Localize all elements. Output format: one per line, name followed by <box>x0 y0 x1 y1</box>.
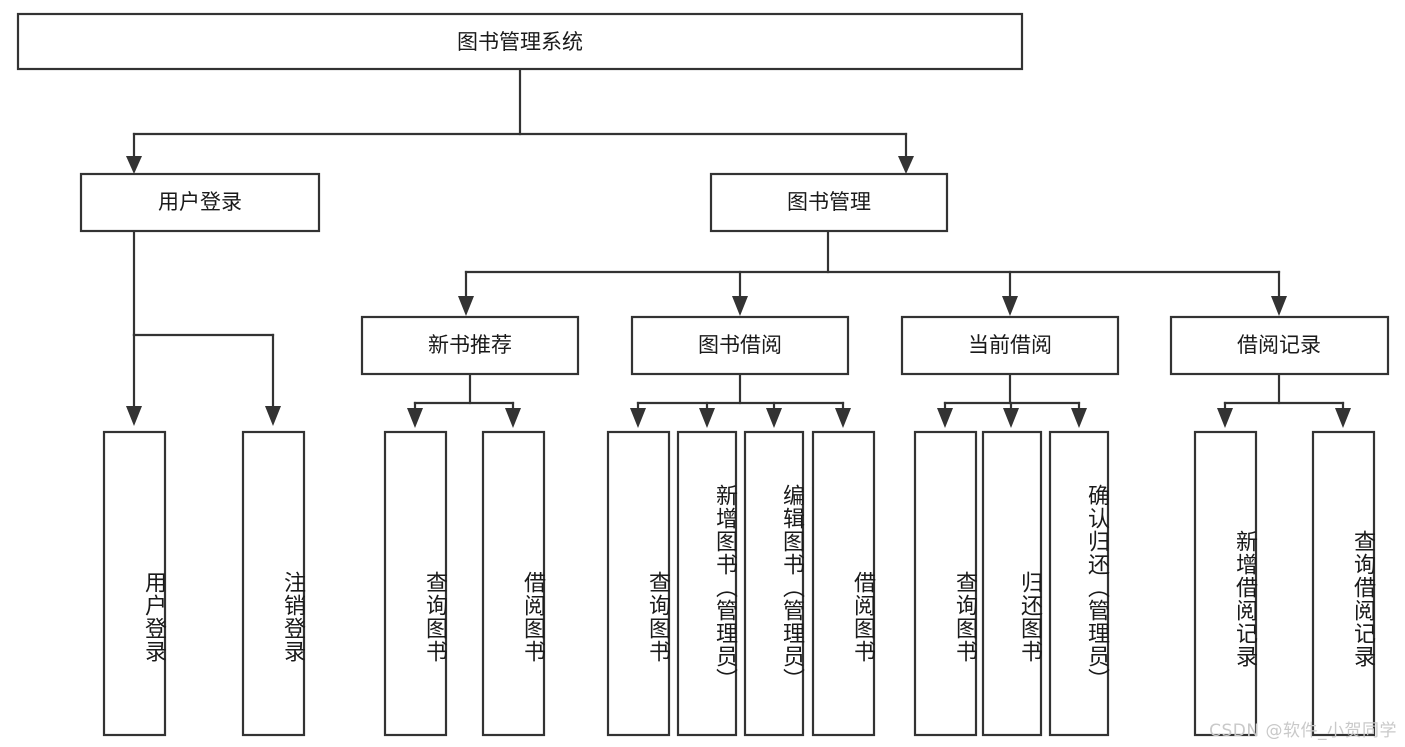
node-leaf-current-borrow-1[interactable] <box>913 430 978 737</box>
arrow-current-borrow-leaf3-icon <box>1071 408 1087 428</box>
arrow-to-user-login-icon <box>126 156 142 174</box>
node-current-borrow-label: 当前借阅 <box>968 333 1052 357</box>
node-leaf-new-book-1[interactable] <box>383 430 448 737</box>
node-current-borrow[interactable] <box>900 315 1120 376</box>
node-book-borrow[interactable] <box>630 315 850 376</box>
arrow-borrow-record-leaf2-icon <box>1335 408 1351 428</box>
node-leaf-book-borrow-1[interactable] <box>606 430 671 737</box>
node-leaf-borrow-record-2-label: 查询借阅记录 <box>1350 530 1375 668</box>
arrow-book-borrow-leaf2-icon <box>699 408 715 428</box>
node-leaf-current-borrow-2-label: 归还图书 <box>1017 570 1042 663</box>
node-leaf-borrow-record-1[interactable] <box>1193 430 1258 737</box>
connector-group-borrow-record <box>1217 372 1351 428</box>
node-root-book-management-system[interactable] <box>16 12 1024 71</box>
node-leaf-user-login-2-label: 注销登录 <box>280 570 305 663</box>
csdn-watermark: CSDN @软件_小贺同学 <box>1209 721 1397 741</box>
connector-group-root <box>126 67 914 174</box>
arrow-book-borrow-leaf1-icon <box>630 408 646 428</box>
arrow-current-borrow-leaf1-icon <box>937 408 953 428</box>
node-root-label: 图书管理系统 <box>457 30 583 54</box>
node-new-book-recommend-label: 新书推荐 <box>428 333 512 357</box>
node-book-management-label: 图书管理 <box>787 190 871 214</box>
arrow-new-book-leaf2-icon <box>505 408 521 428</box>
node-leaf-book-borrow-3-label: 编辑图书（管理员） <box>779 484 804 691</box>
node-borrow-record[interactable] <box>1169 315 1390 376</box>
connector-group-current-borrow <box>937 372 1087 428</box>
arrow-user-login-leaf2-icon <box>265 406 281 426</box>
arrow-borrow-record-leaf1-icon <box>1217 408 1233 428</box>
node-leaf-current-borrow-3-label: 确认归还（管理员） <box>1084 484 1109 691</box>
node-leaf-book-borrow-4-label: 借阅图书 <box>850 570 875 663</box>
connector-group-new-book <box>407 372 521 428</box>
node-leaf-book-borrow-3[interactable] <box>743 430 805 737</box>
arrow-book-borrow-leaf3-icon <box>766 408 782 428</box>
arrow-to-current-borrow-icon <box>1002 296 1018 316</box>
node-borrow-record-label: 借阅记录 <box>1237 333 1321 357</box>
arrow-to-book-mgmt-icon <box>898 156 914 174</box>
arrow-book-borrow-leaf4-icon <box>835 408 851 428</box>
node-leaf-book-borrow-4[interactable] <box>811 430 876 737</box>
node-book-management[interactable] <box>709 172 949 233</box>
arrow-to-book-borrow-icon <box>732 296 748 316</box>
connector-group-book-borrow <box>630 372 851 428</box>
node-leaf-current-borrow-3[interactable] <box>1048 430 1110 737</box>
node-leaf-book-borrow-2-label: 新增图书（管理员） <box>712 484 737 691</box>
node-leaf-user-login-1[interactable] <box>102 430 167 737</box>
node-leaf-book-borrow-1-label: 查询图书 <box>645 570 670 663</box>
arrow-new-book-leaf1-icon <box>407 408 423 428</box>
node-leaf-book-borrow-2[interactable] <box>676 430 738 737</box>
node-new-book-recommend[interactable] <box>360 315 580 376</box>
node-user-login-label: 用户登录 <box>158 190 242 214</box>
node-book-borrow-label: 图书借阅 <box>698 333 782 357</box>
node-leaf-new-book-2-label: 借阅图书 <box>520 570 545 663</box>
node-leaf-user-login-1-label: 用户登录 <box>141 570 166 663</box>
node-user-login[interactable] <box>79 172 321 233</box>
connector-group-user-login <box>126 229 281 426</box>
arrow-user-login-leaf1-icon <box>126 406 142 426</box>
node-leaf-user-login-2[interactable] <box>241 430 306 737</box>
node-leaf-new-book-1-label: 查询图书 <box>422 570 447 663</box>
arrow-current-borrow-leaf2-icon <box>1003 408 1019 428</box>
node-leaf-new-book-2[interactable] <box>481 430 546 737</box>
arrow-to-borrow-record-icon <box>1271 296 1287 316</box>
connector-group-book-management <box>458 229 1287 316</box>
node-leaf-current-borrow-1-label: 查询图书 <box>952 570 977 663</box>
node-leaf-borrow-record-2[interactable] <box>1311 430 1376 737</box>
arrow-to-new-book-icon <box>458 296 474 316</box>
node-leaf-borrow-record-1-label: 新增借阅记录 <box>1232 530 1257 668</box>
node-leaf-current-borrow-2[interactable] <box>981 430 1043 737</box>
